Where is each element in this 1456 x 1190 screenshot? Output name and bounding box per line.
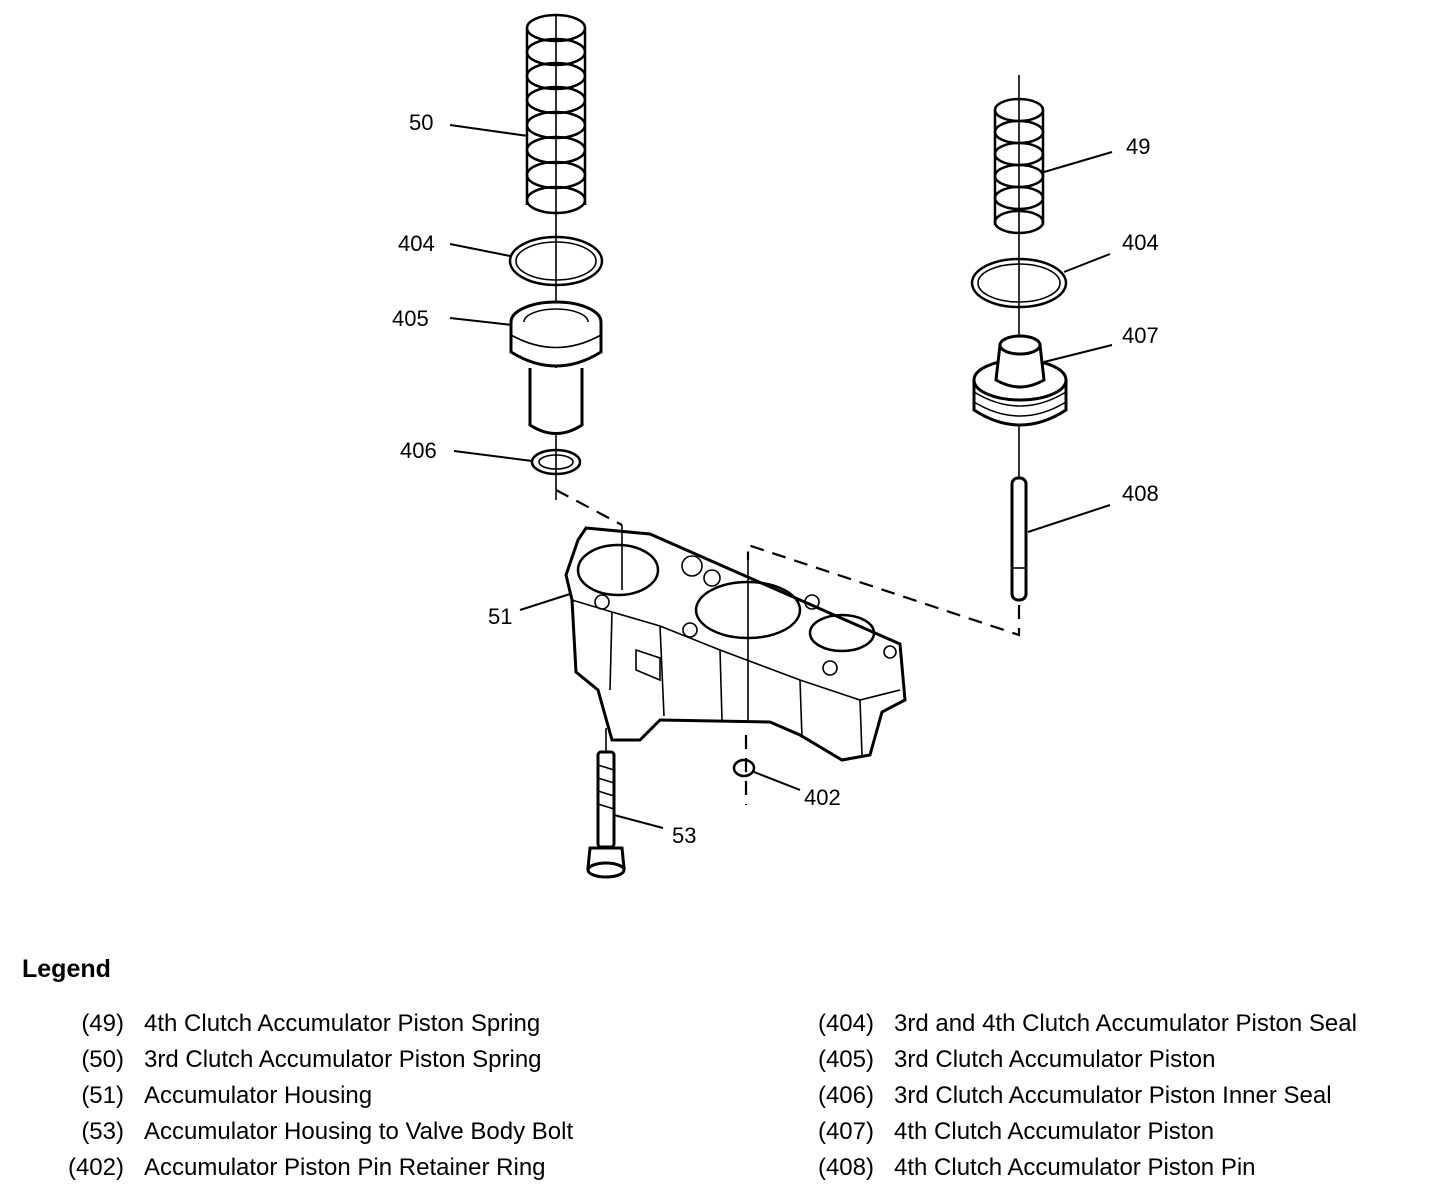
- seal-404-right: [970, 257, 1068, 309]
- legend-item-label: 4th Clutch Accumulator Piston Pin: [894, 1154, 1256, 1181]
- leader-49: [1043, 151, 1113, 173]
- legend-item: (406) 3rd Clutch Accumulator Piston Inne…: [790, 1078, 1357, 1114]
- callout-406: 406: [400, 438, 437, 463]
- piston-407: [972, 334, 1068, 427]
- legend-item-number: (50): [81, 1046, 124, 1073]
- legend-item: (407) 4th Clutch Accumulator Piston: [790, 1114, 1357, 1150]
- callout-53: 53: [672, 823, 696, 848]
- leader-407: [1043, 344, 1113, 363]
- legend-item-label: 4th Clutch Accumulator Piston Spring: [144, 1010, 541, 1037]
- pin-408: [1010, 476, 1028, 602]
- legend-title: Legend: [22, 955, 111, 983]
- legend-item-number: (408): [817, 1154, 874, 1181]
- seal-406: [530, 448, 582, 476]
- legend-item-number: (407): [817, 1118, 874, 1145]
- legend-item-label: Accumulator Housing to Valve Body Bolt: [144, 1118, 574, 1145]
- leader-408: [1027, 504, 1111, 533]
- callout-402: 402: [804, 785, 841, 810]
- legend-item: (408) 4th Clutch Accumulator Piston Pin: [790, 1150, 1357, 1186]
- legend-item-number: (53): [81, 1118, 124, 1145]
- legend-item-number: (406): [817, 1082, 874, 1109]
- piston-405: [509, 300, 603, 435]
- leader-404-left: [449, 243, 511, 257]
- callout-51: 51: [488, 604, 512, 629]
- exploded-parts-diagram: 50 404 405 406 51 53 402 49 404 407 408: [392, 13, 1159, 879]
- legend-left-column: (49) 4th Clutch Accumulator Piston Sprin…: [40, 1006, 573, 1186]
- leader-50: [449, 124, 529, 137]
- legend-item: (402) Accumulator Piston Pin Retainer Ri…: [40, 1150, 573, 1186]
- leader-406: [453, 450, 533, 462]
- legend-item-label: 4th Clutch Accumulator Piston: [894, 1118, 1215, 1145]
- legend-item-number: (51): [81, 1082, 124, 1109]
- callout-49: 49: [1126, 134, 1150, 159]
- legend-item-label: 3rd and 4th Clutch Accumulator Piston Se…: [894, 1010, 1357, 1037]
- callout-404-left: 404: [398, 231, 435, 256]
- callout-50: 50: [409, 110, 433, 135]
- legend-item: (53) Accumulator Housing to Valve Body B…: [40, 1114, 573, 1150]
- callout-405: 405: [392, 306, 429, 331]
- legend-item: (405) 3rd Clutch Accumulator Piston: [790, 1042, 1357, 1078]
- callout-407: 407: [1122, 323, 1159, 348]
- leader-404-right: [1063, 253, 1111, 273]
- legend-item: (50) 3rd Clutch Accumulator Piston Sprin…: [40, 1042, 573, 1078]
- callout-404-right: 404: [1122, 230, 1159, 255]
- legend-item-number: (402): [67, 1154, 124, 1181]
- accumulator-housing-51: [564, 525, 907, 762]
- retainer-ring-402: [732, 735, 756, 805]
- leader-53: [613, 814, 664, 829]
- legend-item: (404) 3rd and 4th Clutch Accumulator Pis…: [790, 1006, 1357, 1042]
- legend-item-number: (49): [81, 1010, 124, 1037]
- leader-402: [753, 771, 801, 791]
- legend-right-column: (404) 3rd and 4th Clutch Accumulator Pis…: [790, 1006, 1357, 1186]
- legend-item-label: Accumulator Housing: [144, 1082, 373, 1109]
- leader-51: [519, 593, 571, 611]
- legend-item: (51) Accumulator Housing: [40, 1078, 573, 1114]
- legend-item-number: (405): [817, 1046, 874, 1073]
- legend-item-label: 3rd Clutch Accumulator Piston Inner Seal: [894, 1082, 1332, 1109]
- callout-408: 408: [1122, 481, 1159, 506]
- seal-404-left: [508, 235, 604, 287]
- spring-49: [993, 75, 1045, 480]
- legend-item-label: Accumulator Piston Pin Retainer Ring: [144, 1154, 546, 1181]
- legend-item-label: 3rd Clutch Accumulator Piston Spring: [144, 1046, 542, 1073]
- bolt-53: [586, 728, 626, 879]
- legend-item: (49) 4th Clutch Accumulator Piston Sprin…: [40, 1006, 573, 1042]
- legend-item-number: (404): [817, 1010, 874, 1037]
- legend-item-label: 3rd Clutch Accumulator Piston: [894, 1046, 1216, 1073]
- leader-405: [449, 317, 513, 326]
